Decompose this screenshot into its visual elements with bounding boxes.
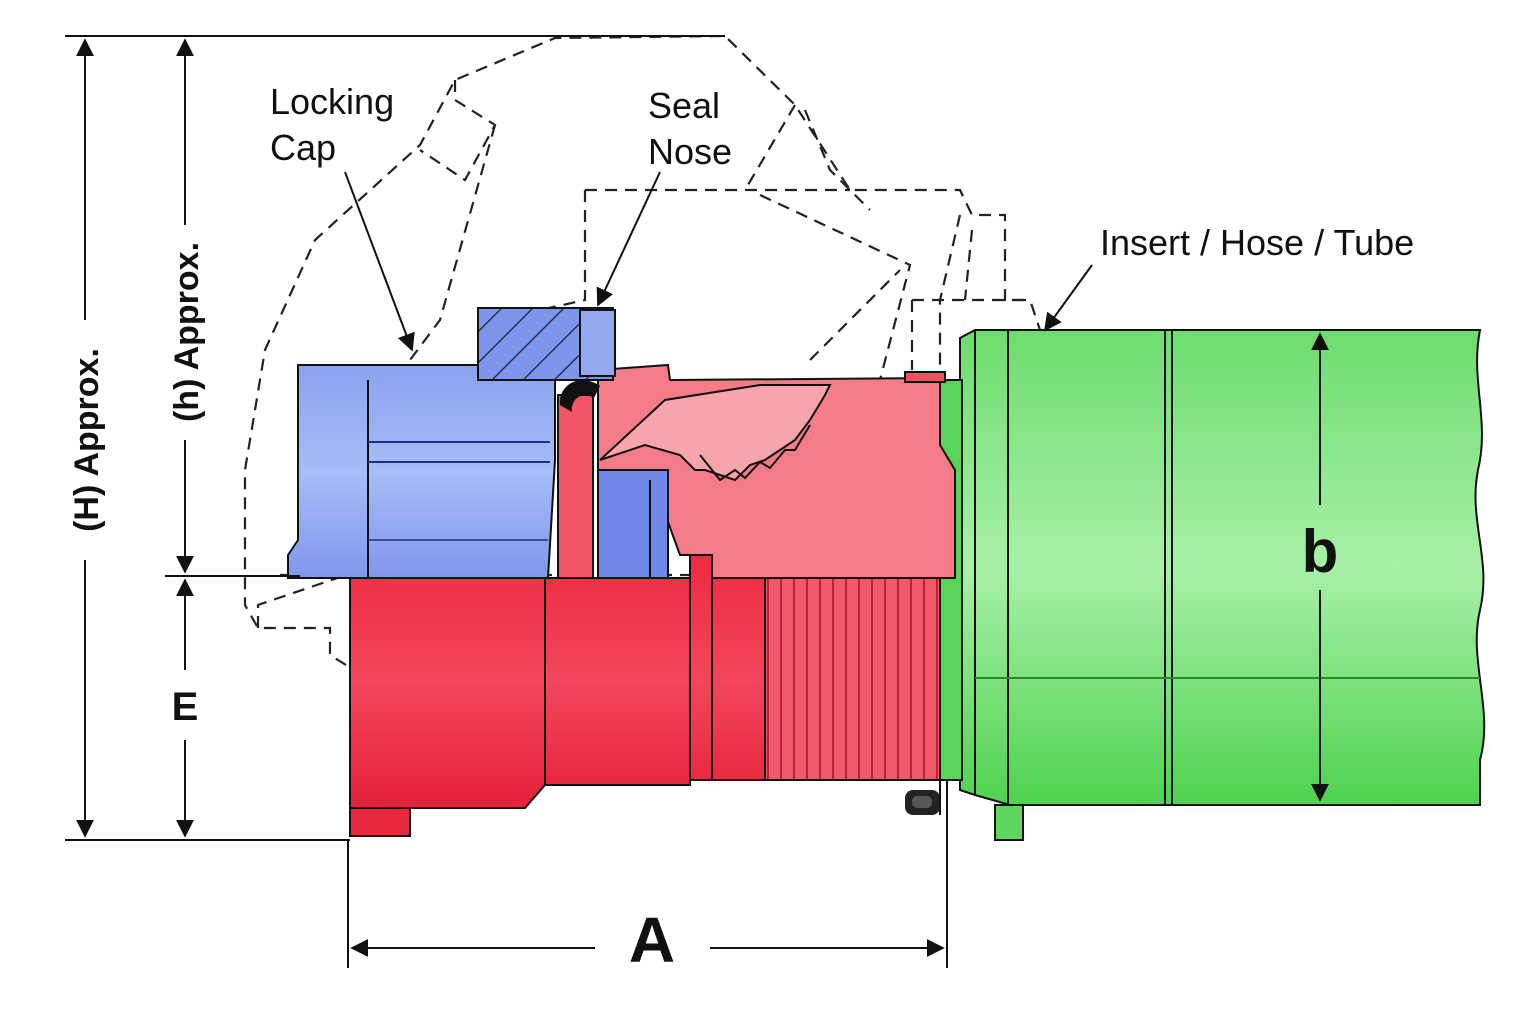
dim-b-label: b bbox=[1302, 518, 1339, 585]
coupling-foot bbox=[349, 807, 411, 837]
callout-leaders bbox=[344, 171, 1093, 352]
dim-H-label: (H) Approx. bbox=[68, 348, 106, 532]
locking-cap bbox=[287, 307, 669, 579]
locking-cap-label-line1: Locking bbox=[270, 81, 394, 122]
dim-A-label: A bbox=[629, 904, 675, 976]
locking-cap-label-line2: Cap bbox=[270, 127, 336, 168]
seal-ring bbox=[557, 394, 594, 579]
seal-nose-leader bbox=[596, 171, 661, 307]
insert-neck bbox=[939, 379, 963, 781]
insert-hose-tube bbox=[939, 329, 1486, 841]
dimension-lines bbox=[65, 35, 1329, 968]
cam-lever bbox=[599, 384, 832, 482]
cap-body bbox=[287, 364, 556, 579]
locking-cap-leader bbox=[344, 171, 415, 352]
coupling-body bbox=[346, 363, 956, 837]
thread-section bbox=[764, 577, 941, 781]
insert-label: Insert / Hose / Tube bbox=[1100, 222, 1414, 263]
seal-nose-label-line1: Seal bbox=[648, 85, 720, 126]
insert-foot bbox=[994, 804, 1024, 841]
dim-E-label: E bbox=[172, 685, 199, 729]
text-labels: Locking Cap Seal Nose Insert / Hose / Tu… bbox=[68, 81, 1414, 976]
seal-nose-label-line2: Nose bbox=[648, 131, 732, 172]
insert-body bbox=[959, 329, 1486, 806]
insert-leader bbox=[1043, 264, 1093, 332]
dim-h-label: (h) Approx. bbox=[168, 242, 206, 422]
